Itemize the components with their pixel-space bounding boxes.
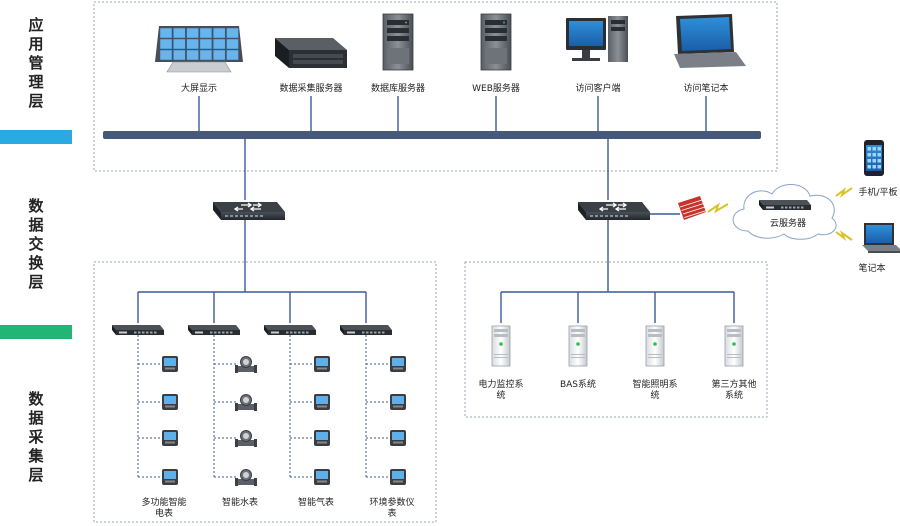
system-server-icon: [724, 325, 744, 367]
laptop-icon: [674, 14, 746, 68]
layer-title-application: 应用管理层: [28, 16, 43, 110]
firewall-icon: [678, 196, 707, 220]
tower-server-shape: [480, 13, 512, 71]
power-meter-icon: [390, 394, 406, 410]
app-device-label: 访问客户端: [575, 82, 620, 94]
system-label: 统: [496, 389, 505, 401]
water-meter-icon: [234, 469, 258, 487]
data-gateway-icon: [264, 325, 316, 335]
rack-server-icon: [275, 38, 347, 68]
cloud-icon: [732, 184, 837, 240]
power-meter-icon: [162, 469, 178, 485]
data-gateway-icon: [340, 325, 392, 335]
power-meter-icon: [162, 430, 178, 446]
water-meter-icon: [234, 356, 258, 374]
data-gateway-icon: [188, 325, 240, 335]
video-wall-icon: [155, 26, 243, 73]
tower-server-icon: [480, 13, 512, 71]
app-device-label: WEB服务器: [472, 82, 520, 94]
system-server-icon: [568, 325, 588, 367]
system-label: 电力监控系: [478, 378, 523, 390]
power-meter-icon: [314, 394, 330, 410]
collection-group-label: 环境参数仪: [369, 496, 414, 508]
water-meter-icon: [234, 430, 258, 448]
system-label: BAS系统: [560, 378, 596, 390]
collection-group-label: 智能气表: [298, 496, 334, 508]
power-meter-icon: [162, 356, 178, 372]
tower-server-shape: [382, 13, 414, 71]
power-meter-icon: [390, 356, 406, 372]
layer-divider-blue: [0, 130, 72, 144]
lightning-link-icon: [835, 230, 853, 241]
network-bus: [103, 131, 761, 139]
system-label: 统: [650, 389, 659, 401]
cloud-server-label: 云服务器: [770, 217, 806, 229]
power-meter-icon: [314, 430, 330, 446]
collection-group-label: 多功能智能: [141, 496, 186, 508]
app-device-label: 访问笔记本: [683, 82, 728, 94]
application-region: [93, 1, 778, 172]
lightning-link-icon: [835, 187, 853, 198]
water-meter-icon: [234, 394, 258, 412]
collection-region: [93, 261, 437, 523]
power-meter-icon: [314, 469, 330, 485]
app-device-label: 数据库服务器: [371, 82, 425, 94]
core-switch-left: [212, 201, 286, 221]
app-device-label: 大屏显示: [181, 82, 217, 94]
collection-group-label: 智能水表: [222, 496, 258, 508]
layer-divider-green: [0, 325, 72, 339]
smartphone-icon: [864, 140, 884, 176]
power-meter-icon: [390, 430, 406, 446]
power-meter-icon: [314, 356, 330, 372]
core-switch-right: [577, 201, 651, 221]
system-server-icon: [491, 325, 511, 367]
collection-group-label: 电表: [155, 507, 173, 519]
power-meter-icon: [390, 469, 406, 485]
phone-tablet-label: 手机/平板: [858, 186, 897, 198]
collection-group-label: 表: [387, 507, 396, 519]
layer-title-exchange: 数据交换层: [28, 197, 44, 291]
notebook-label: 笔记本: [858, 262, 885, 274]
app-device-label: 数据采集服务器: [279, 82, 342, 94]
system-label: 系统: [725, 389, 743, 401]
system-server-icon: [645, 325, 665, 367]
system-label: 第三方其他: [711, 378, 756, 390]
lightning-link-icon: [707, 202, 729, 214]
desktop-pc-icon: [566, 16, 628, 62]
power-meter-icon: [162, 394, 178, 410]
data-gateway-icon: [112, 325, 164, 335]
third-party-region: [464, 261, 768, 418]
tower-server-icon: [382, 13, 414, 71]
laptop-icon: [862, 223, 900, 253]
cloud-server-device: [759, 200, 811, 210]
system-label: 智能照明系: [632, 378, 677, 390]
layer-title-collection: 数据采集层: [27, 390, 44, 484]
